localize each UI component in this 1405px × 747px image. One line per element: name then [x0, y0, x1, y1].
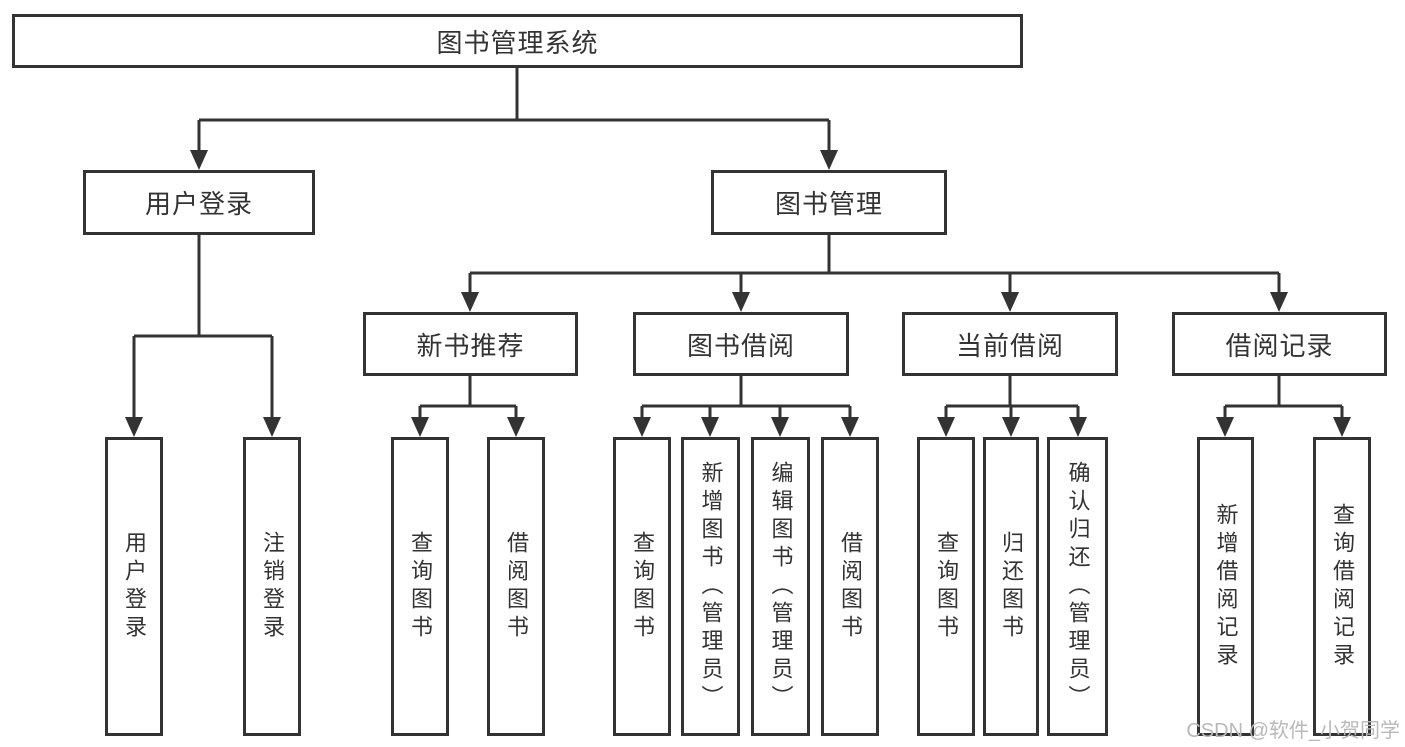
node-new-book-recommend-label: 新书推荐: [416, 330, 525, 361]
node-borrow-records: 借阅记录: [1172, 312, 1387, 376]
node-book-borrow-label: 图书借阅: [686, 330, 795, 361]
leaf-return-book-label: 归还图书: [999, 530, 1024, 643]
leaf-return-book: 归还图书: [983, 437, 1039, 736]
leaf-edit-book-admin: 编辑图书（管理员）: [751, 437, 810, 736]
node-new-book-recommend: 新书推荐: [363, 312, 578, 376]
node-book-management: 图书管理: [711, 170, 947, 235]
node-current-borrow-label: 当前借阅: [955, 330, 1064, 361]
leaf-user-login: 用户登录: [105, 437, 163, 736]
leaf-recommend-query-book: 查询图书: [391, 437, 449, 736]
leaf-add-book-admin-label: 新增图书（管理员）: [698, 460, 724, 713]
node-current-borrow: 当前借阅: [902, 312, 1118, 376]
leaf-user-login-label: 用户登录: [122, 530, 147, 643]
leaf-query-borrow-record: 查询借阅记录: [1313, 437, 1371, 736]
leaf-add-book-admin: 新增图书（管理员）: [681, 437, 740, 736]
node-user-login: 用户登录: [83, 170, 315, 235]
csdn-watermark: CSDN @软件_小贺同学: [1186, 720, 1400, 742]
node-root-label: 图书管理系统: [436, 27, 599, 58]
leaf-edit-book-admin-label: 编辑图书（管理员）: [768, 460, 794, 713]
leaf-recommend-borrow-book-label: 借阅图书: [504, 530, 529, 643]
leaf-borrow-query-book: 查询图书: [613, 437, 671, 736]
leaf-borrow-query-book-label: 查询图书: [630, 530, 655, 643]
leaf-add-borrow-record-label: 新增借阅记录: [1213, 502, 1239, 671]
leaf-borrow-book-label: 借阅图书: [838, 530, 863, 643]
leaf-logout: 注销登录: [243, 437, 301, 736]
leaf-borrow-book: 借阅图书: [821, 437, 879, 736]
node-borrow-records-label: 借阅记录: [1225, 330, 1334, 361]
leaf-recommend-borrow-book: 借阅图书: [487, 437, 545, 736]
arrowheads: [125, 150, 1351, 437]
leaf-confirm-return-admin-label: 确认归还（管理员）: [1065, 460, 1091, 713]
node-book-management-label: 图书管理: [774, 189, 883, 219]
node-user-login-label: 用户登录: [144, 189, 253, 219]
leaf-logout-label: 注销登录: [260, 530, 285, 643]
node-book-borrow: 图书借阅: [633, 312, 849, 376]
leaf-query-borrow-record-label: 查询借阅记录: [1330, 502, 1355, 671]
leaf-add-borrow-record: 新增借阅记录: [1197, 437, 1254, 736]
leaf-confirm-return-admin: 确认归还（管理员）: [1047, 437, 1108, 736]
leaf-current-query-book: 查询图书: [917, 437, 975, 736]
node-root-system: 图书管理系统: [12, 14, 1023, 68]
leaf-recommend-query-book-label: 查询图书: [408, 530, 433, 643]
leaf-current-query-book-label: 查询图书: [934, 530, 959, 643]
